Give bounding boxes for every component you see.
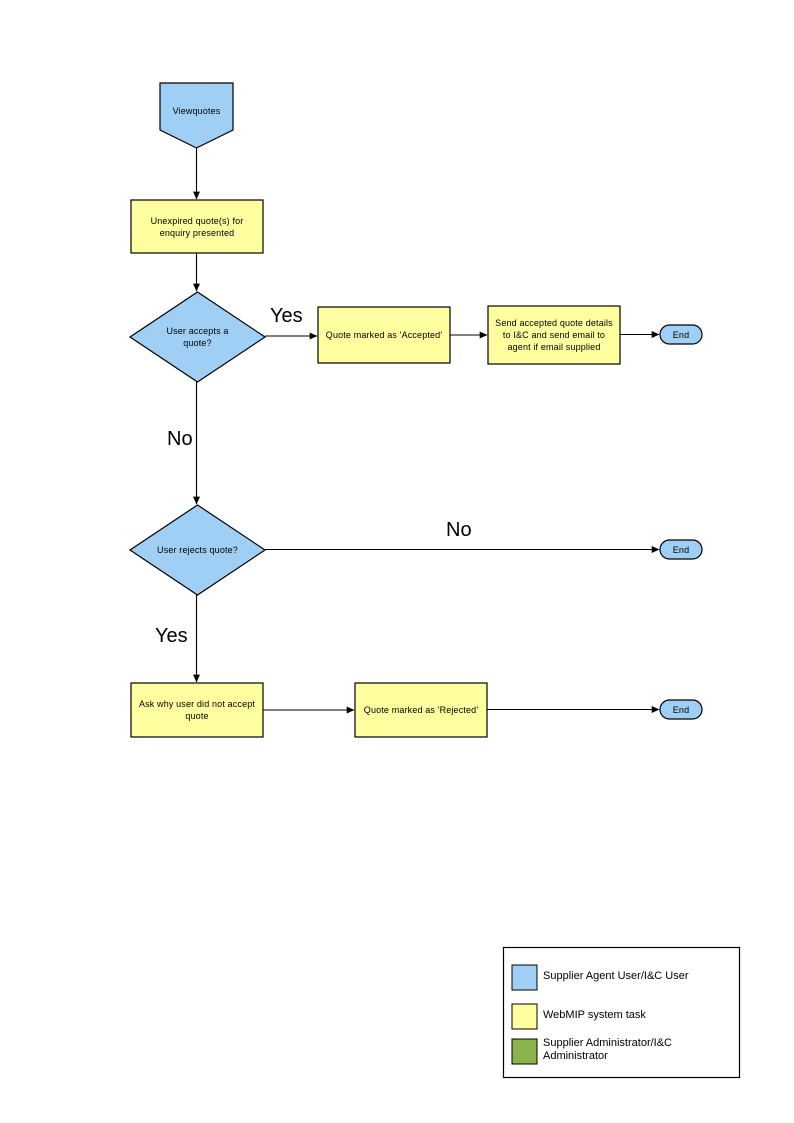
- legend-swatch-supplier-agent: [511, 964, 538, 991]
- legend-label-supplier-agent: Supplier Agent User/I&C User: [543, 970, 689, 982]
- node-start-viewquotes[interactable]: [159, 82, 234, 149]
- edge-label-no-accepts: No: [167, 428, 193, 450]
- node-end-accept[interactable]: [659, 324, 703, 345]
- node-end-no-reject[interactable]: [659, 539, 703, 560]
- legend-box: [502, 946, 741, 1079]
- node-unexpired-quotes[interactable]: [130, 199, 264, 254]
- edge-label-no-rejects: No: [446, 519, 472, 541]
- node-decision-user-accepts[interactable]: [128, 291, 267, 383]
- legend-label-webmip-system: WebMIP system task: [543, 1009, 646, 1021]
- node-decision-user-rejects[interactable]: [128, 504, 267, 596]
- legend-label-supplier-administrator: Supplier Administrator/I&C Administrator: [543, 1037, 672, 1062]
- node-end-reject[interactable]: [659, 699, 703, 720]
- legend-swatch-webmip-system: [511, 1003, 538, 1030]
- node-quote-marked-rejected[interactable]: [354, 682, 488, 738]
- legend-swatch-supplier-administrator: [511, 1038, 538, 1065]
- edge-label-yes-accepts: Yes: [270, 305, 303, 327]
- node-layer: [128, 82, 703, 738]
- node-quote-marked-accepted[interactable]: [317, 306, 451, 364]
- node-send-accepted-quote-details[interactable]: [487, 305, 621, 365]
- edge-label-yes-rejects: Yes: [155, 625, 188, 647]
- legend-border: [502, 946, 741, 1079]
- node-ask-why-not-accepted[interactable]: [130, 682, 264, 738]
- edge-layer: [193, 148, 660, 714]
